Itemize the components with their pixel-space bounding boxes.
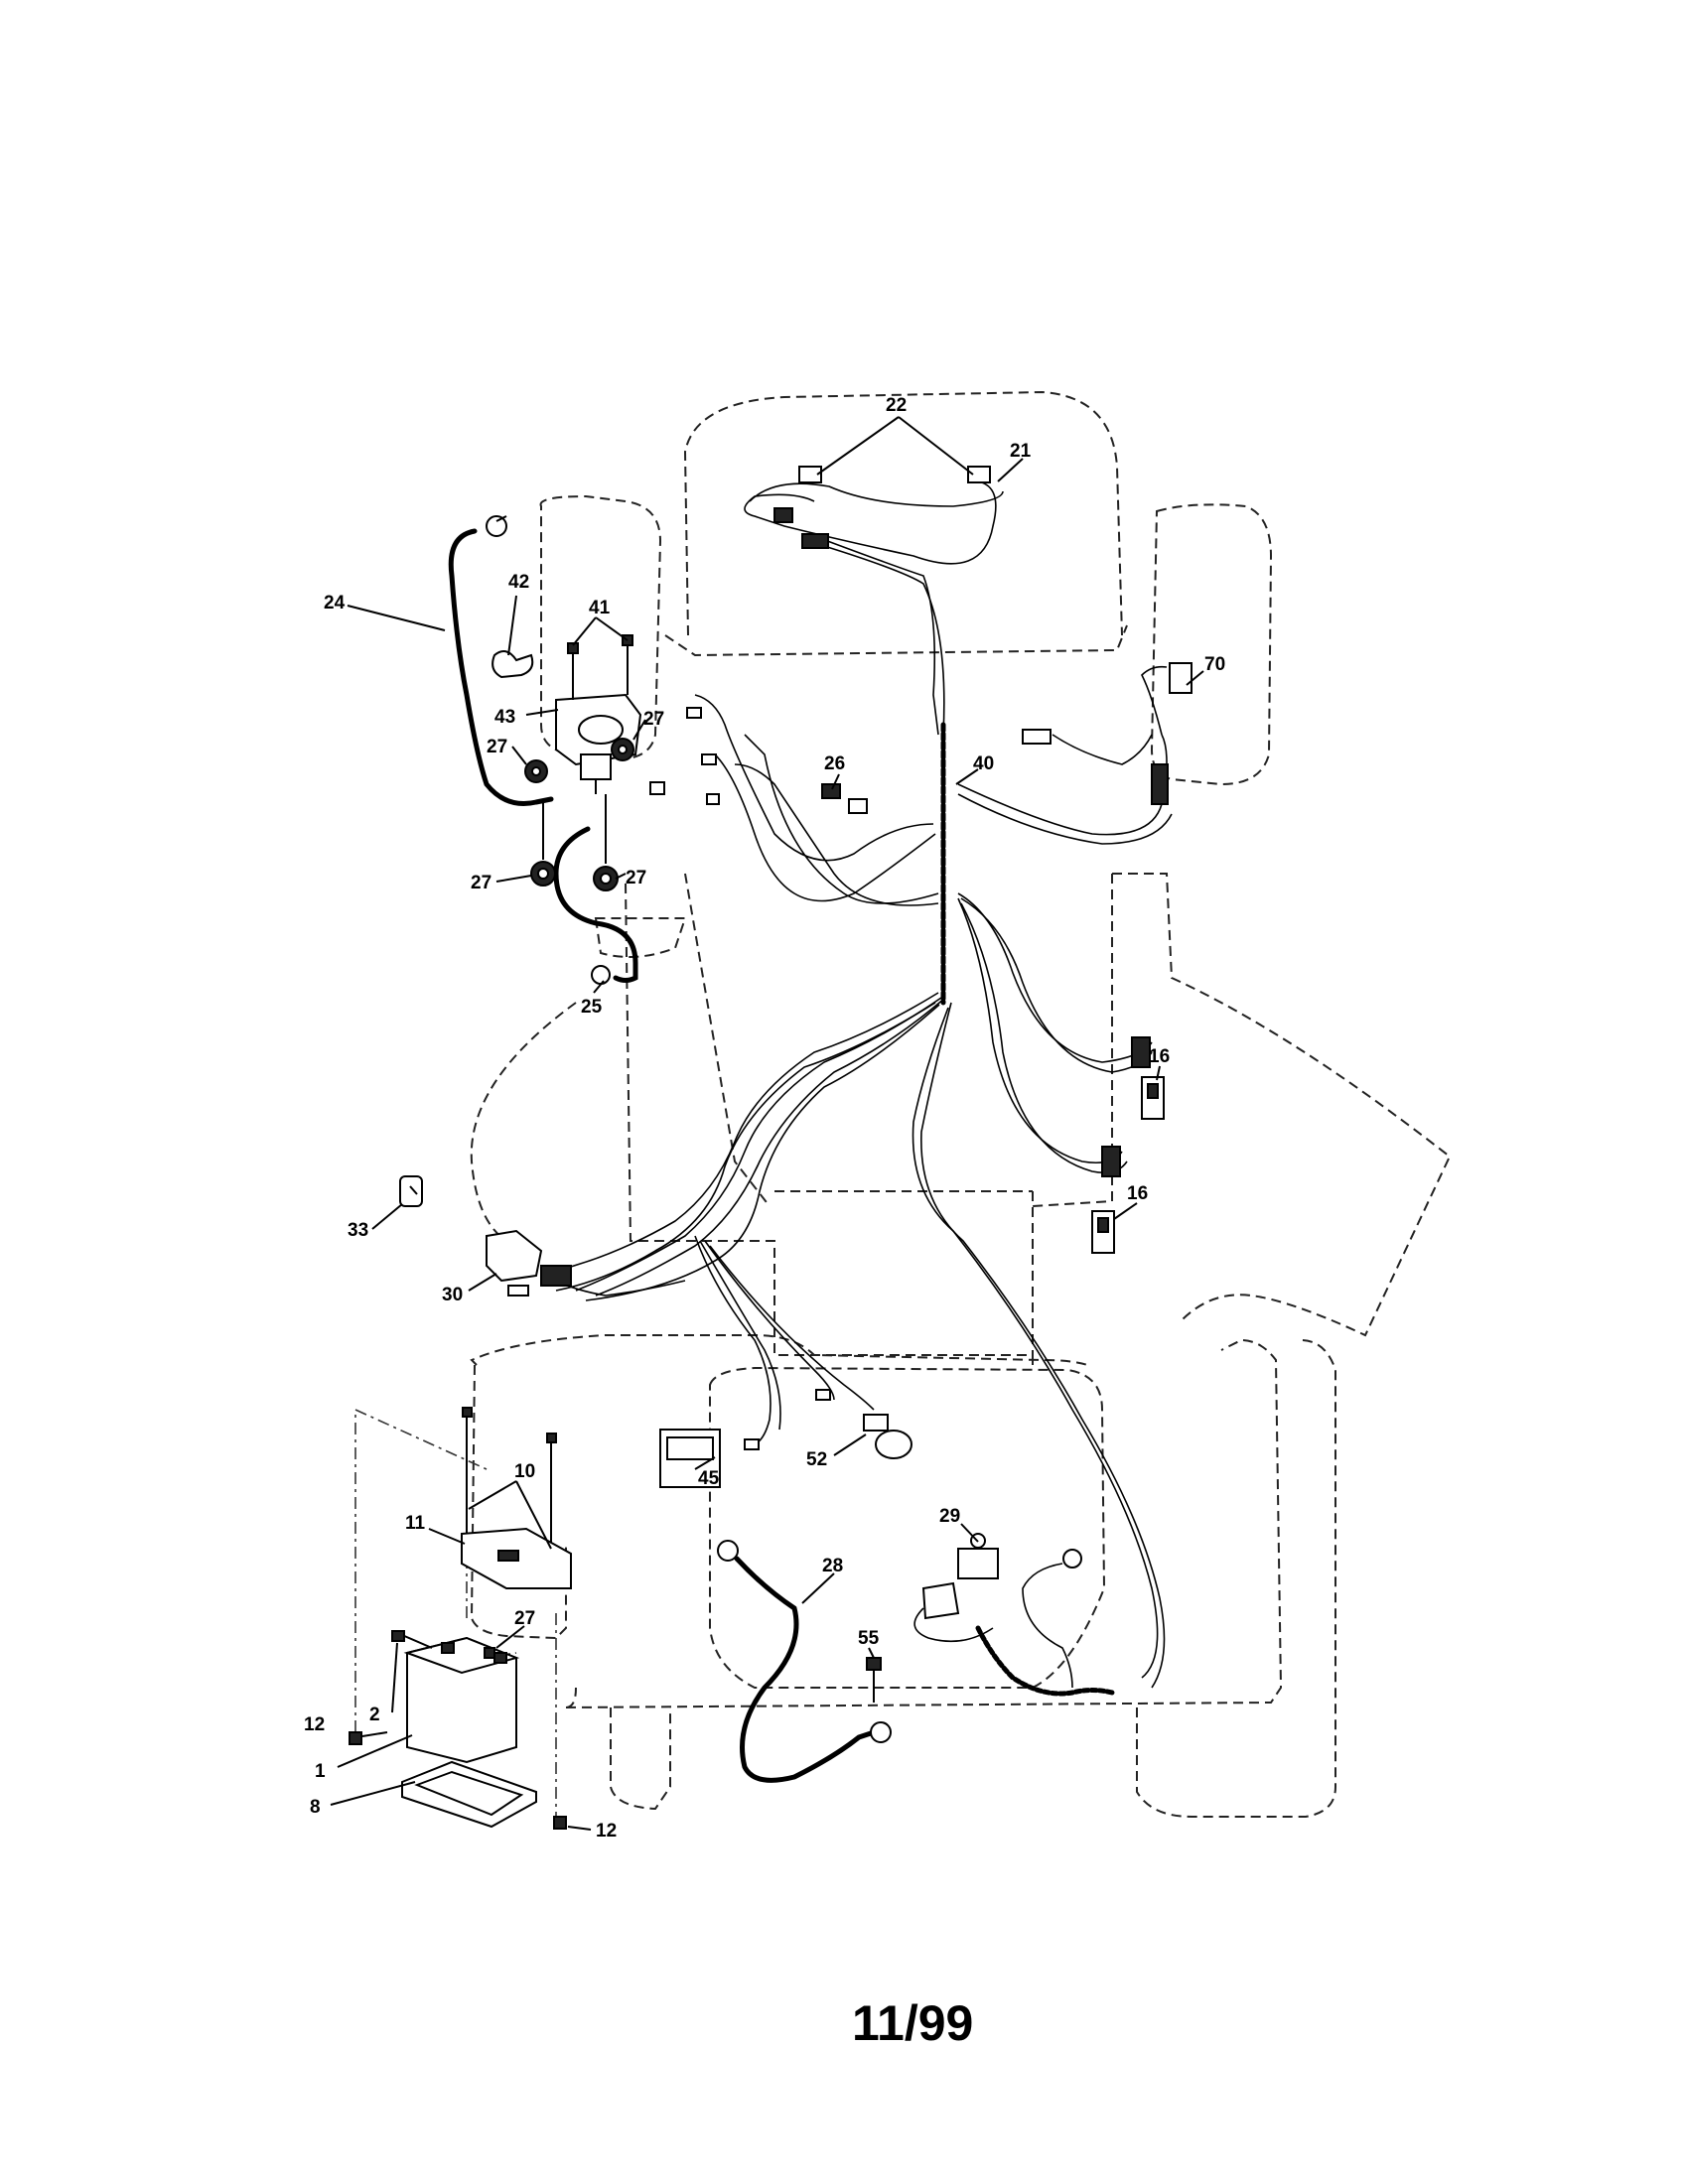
callout-27-lower-right: 27 bbox=[626, 868, 646, 888]
callout-1: 1 bbox=[315, 1761, 326, 1782]
seat-switch-harness bbox=[913, 1533, 1115, 1697]
callout-22: 22 bbox=[886, 395, 907, 416]
callout-29: 29 bbox=[939, 1506, 960, 1527]
harness-connectors bbox=[649, 662, 1193, 1177]
tractor-outline bbox=[354, 390, 1452, 1818]
callout-25: 25 bbox=[581, 997, 603, 1018]
callout-70: 70 bbox=[1204, 654, 1225, 675]
callout-43: 43 bbox=[494, 707, 515, 728]
callout-52: 52 bbox=[806, 1449, 827, 1470]
page-number: 11/99 bbox=[852, 1995, 973, 2051]
callout-27-solenoid-left: 27 bbox=[487, 737, 507, 757]
callout-28: 28 bbox=[822, 1556, 843, 1576]
callout-12-right: 12 bbox=[596, 1821, 617, 1842]
callout-45: 45 bbox=[698, 1468, 720, 1489]
callout-21: 21 bbox=[1010, 441, 1032, 462]
callout-26: 26 bbox=[824, 753, 845, 774]
safety-switches bbox=[1091, 1076, 1165, 1254]
ground-cable bbox=[717, 1540, 892, 1783]
battery-assembly bbox=[349, 1407, 572, 1830]
callout-27-battery: 27 bbox=[514, 1608, 535, 1629]
callout-55: 55 bbox=[858, 1628, 880, 1649]
headlight-harness bbox=[744, 466, 1004, 736]
callout-2: 2 bbox=[369, 1705, 380, 1725]
callout-24: 24 bbox=[324, 593, 346, 614]
key-and-ignition-switch bbox=[399, 1175, 572, 1297]
callout-16-lower: 16 bbox=[1127, 1183, 1148, 1204]
callout-40: 40 bbox=[973, 753, 994, 774]
callout-11: 11 bbox=[405, 1513, 426, 1534]
callout-41: 41 bbox=[589, 598, 611, 618]
callout-leaders bbox=[330, 416, 1204, 1831]
callout-10: 10 bbox=[514, 1461, 535, 1482]
callout-33: 33 bbox=[348, 1220, 368, 1241]
callout-16-upper: 16 bbox=[1149, 1046, 1170, 1067]
callout-labels: 22 21 24 42 41 43 27 27 27 27 25 26 40 7… bbox=[304, 395, 1225, 1842]
callout-27-solenoid-right: 27 bbox=[643, 709, 664, 730]
solenoid-assembly bbox=[448, 515, 642, 985]
callout-42: 42 bbox=[508, 572, 529, 593]
callout-8: 8 bbox=[310, 1797, 321, 1818]
callout-30: 30 bbox=[442, 1285, 463, 1305]
callout-27-lower-left: 27 bbox=[471, 873, 491, 893]
ammeter-and-light bbox=[659, 1389, 912, 1488]
main-harness-coil bbox=[555, 665, 1173, 1689]
callout-12-left: 12 bbox=[304, 1714, 325, 1735]
